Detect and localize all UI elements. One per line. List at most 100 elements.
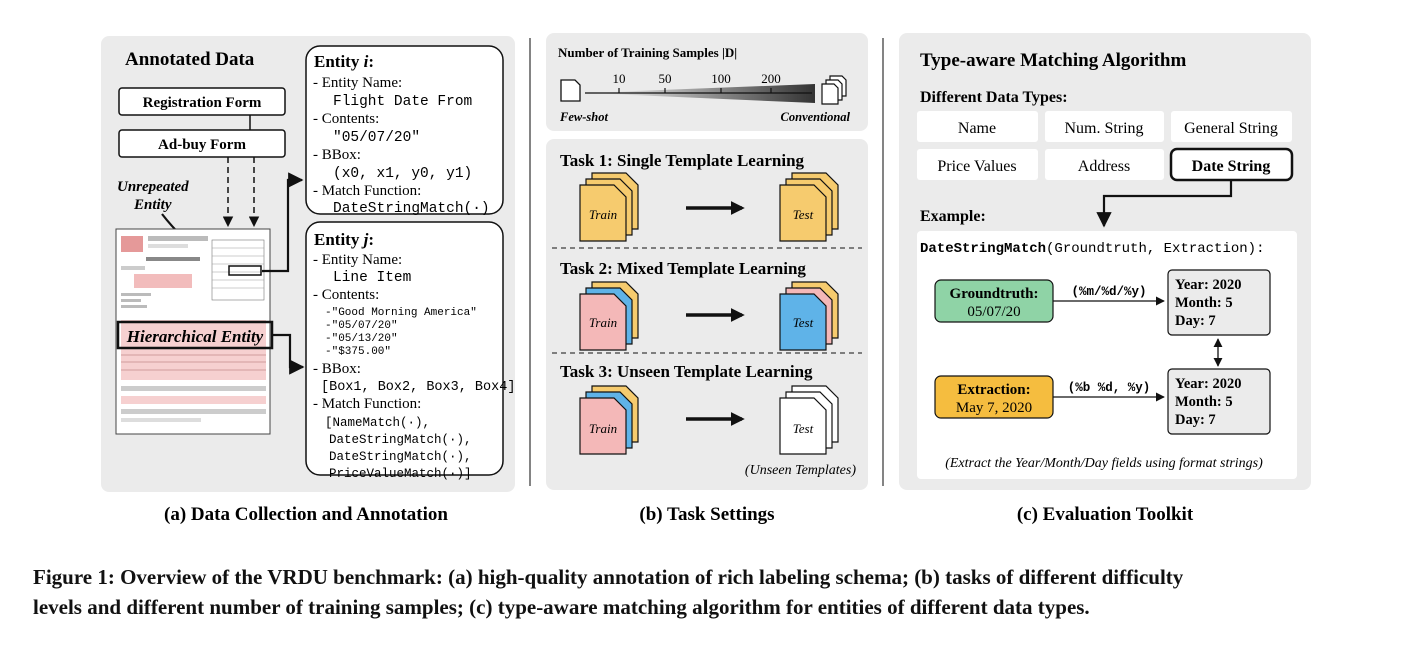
entity-j-contents-label: - Contents: <box>313 287 379 303</box>
result-2-year: Year: 2020 <box>1175 376 1241 392</box>
entity-i-name-value: Flight Date From <box>333 94 472 110</box>
panel-c: Type-aware Matching Algorithm Different … <box>899 33 1311 525</box>
panel-b: Number of Training Samples |D| 10 50 100… <box>546 33 868 525</box>
type-address: Address <box>1078 158 1130 175</box>
entity-j-content-item: -"05/13/20" <box>325 333 398 345</box>
function-name: DateStringMatch <box>920 241 1046 257</box>
type-name: Name <box>958 120 996 137</box>
figure-caption-line-2: levels and different number of training … <box>33 595 1090 619</box>
entity-i-contents-value: "05/07/20" <box>333 130 420 146</box>
task-3-title: Task 3: Unseen Template Learning <box>560 362 813 381</box>
ad-buy-form-box <box>118 129 286 158</box>
entity-j-card <box>305 221 504 476</box>
date-string-arrow <box>1096 180 1233 228</box>
entity-j-match-item: [NameMatch(·), <box>325 416 430 430</box>
registration-form-label: Registration Form <box>143 95 262 111</box>
entity-j-bbox-value: [Box1, Box2, Box3, Box4] <box>321 380 515 395</box>
task-1-train-label: Train <box>589 207 617 222</box>
function-signature: DateStringMatch(Groundtruth, Extraction)… <box>920 241 1264 257</box>
entity-j-content-item: -"Good Morning America" <box>325 307 477 319</box>
type-price-values: Price Values <box>937 158 1016 175</box>
document-stack-icon <box>821 75 847 105</box>
result-1-day: Day: 7 <box>1175 313 1216 329</box>
document-thumbnail <box>115 228 271 435</box>
task-1-train-stack <box>579 172 639 242</box>
tick-label-200: 200 <box>761 71 781 86</box>
task-1-test-stack <box>779 172 839 242</box>
unseen-templates-note: (Unseen Templates) <box>745 463 856 478</box>
entity-i-arrow <box>262 172 304 273</box>
samples-title: Number of Training Samples |D| <box>558 45 737 60</box>
tick-label-50: 50 <box>659 71 672 86</box>
format-note: (Extract the Year/Month/Day fields using… <box>945 456 1263 471</box>
task-2-train-stack <box>579 281 639 351</box>
type-num-string: Num. String <box>1064 120 1143 137</box>
figure-caption: Figure 1: Overview of the VRDU benchmark… <box>33 562 1393 622</box>
entity-j-name-label: - Entity Name: <box>313 252 402 268</box>
panel-c-caption: (c) Evaluation Toolkit <box>1017 504 1194 525</box>
types-title: Different Data Types: <box>920 89 1068 106</box>
entity-j-content-item: -"$375.00" <box>325 346 391 358</box>
function-args: (Groundtruth, Extraction): <box>1046 241 1264 257</box>
entity-j-title-prefix: Entity <box>314 230 364 249</box>
task-3-test-label: Test <box>793 421 814 436</box>
panel-b-caption: (b) Task Settings <box>639 504 774 525</box>
entity-i-contents-label: - Contents: <box>313 111 379 127</box>
entity-j-match-item: PriceValueMatch(·)] <box>329 467 472 481</box>
groundtruth-label: Groundtruth: <box>950 286 1039 302</box>
entity-i-title-prefix: Entity <box>314 52 364 71</box>
entity-j-title-var: j <box>361 230 369 249</box>
type-box-price-values <box>917 149 1038 180</box>
conventional-label: Conventional <box>781 110 851 124</box>
entity-j-arrow <box>272 333 305 375</box>
entity-i-title-suffix: : <box>368 52 374 71</box>
task-3-test-stack <box>779 385 839 455</box>
entity-j-name-value: Line Item <box>333 270 411 286</box>
result-1-month: Month: 5 <box>1175 295 1233 311</box>
registration-form-box <box>118 87 286 116</box>
entity-i-name-label: - Entity Name: <box>313 75 402 91</box>
extraction-label: Extraction: <box>957 382 1030 398</box>
entity-j-match-item: DateStringMatch(·), <box>329 450 472 464</box>
task-3-train-stack <box>579 385 639 455</box>
entity-i-match-label: - Match Function: <box>313 183 421 199</box>
few-shot-label: Few-shot <box>559 110 608 124</box>
entity-i-card <box>305 45 504 215</box>
entity-i-bbox-label: - BBox: <box>313 147 361 163</box>
result-2-month: Month: 5 <box>1175 394 1233 410</box>
task-3-train-label: Train <box>589 421 617 436</box>
entity-j-match-label: - Match Function: <box>313 396 421 412</box>
panel-a-title: Annotated Data <box>125 49 255 70</box>
unrepeated-label-2: Entity <box>133 197 172 213</box>
unrepeated-label-1: Unrepeated <box>117 179 189 195</box>
example-box <box>917 231 1297 479</box>
panel-a: Annotated Data Registration Form Ad-buy … <box>101 36 515 525</box>
entity-i-title: Entity i: <box>314 52 374 71</box>
type-box-name <box>917 111 1038 142</box>
type-date-string: Date String <box>1192 158 1271 175</box>
figure-caption-line-1: Figure 1: Overview of the VRDU benchmark… <box>33 565 1184 589</box>
task-2-train-label: Train <box>589 315 617 330</box>
hierarchical-entity-label: Hierarchical Entity <box>126 327 264 346</box>
parsed-result-1 <box>1167 269 1271 336</box>
result-2-day: Day: 7 <box>1175 412 1216 428</box>
entity-j-content-item: -"05/07/20" <box>325 320 398 332</box>
task-2-test-label: Test <box>793 315 814 330</box>
entity-i-bbox-value: (x0, x1, y0, y1) <box>333 166 472 182</box>
entity-i-title-var: i <box>364 52 369 71</box>
entity-j-title-suffix: : <box>368 230 374 249</box>
example-title: Example: <box>920 208 986 225</box>
groundtruth-value: 05/07/20 <box>967 304 1020 320</box>
samples-panel-background <box>546 33 868 131</box>
ad-buy-form-label: Ad-buy Form <box>158 137 246 153</box>
parsed-result-2 <box>1167 368 1271 435</box>
tick-label-10: 10 <box>613 71 626 86</box>
format-string-2: (%b %d, %y) <box>1068 381 1151 395</box>
extraction-value: May 7, 2020 <box>956 400 1032 416</box>
single-document-icon <box>560 79 581 102</box>
panel-c-title: Type-aware Matching Algorithm <box>920 50 1186 71</box>
type-general-string: General String <box>1184 120 1278 137</box>
entity-j-title: Entity j: <box>314 230 374 249</box>
task-2-title: Task 2: Mixed Template Learning <box>560 259 806 278</box>
